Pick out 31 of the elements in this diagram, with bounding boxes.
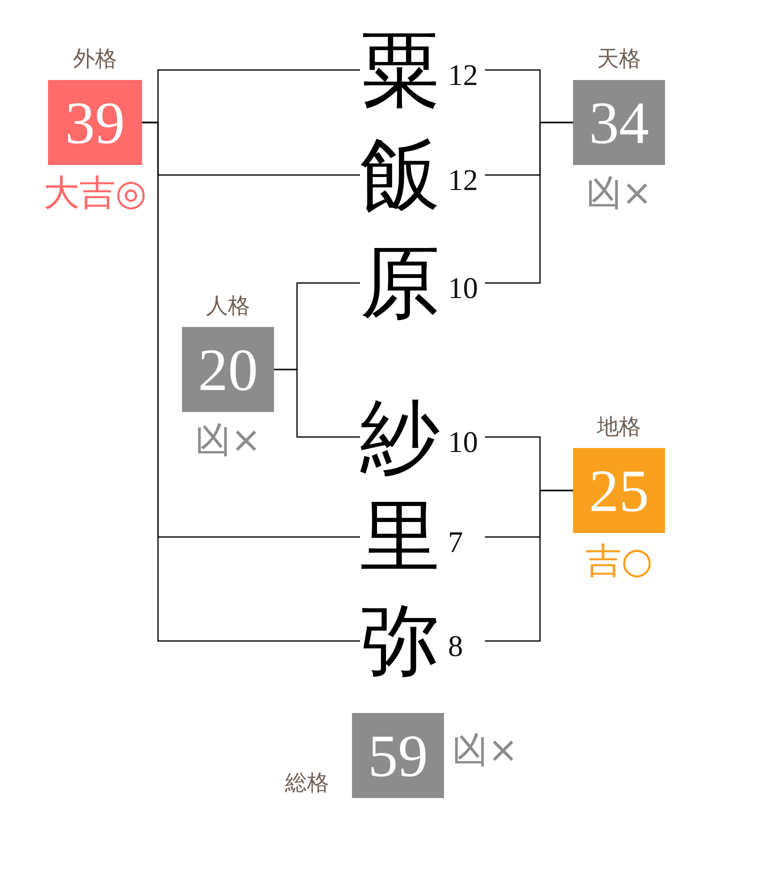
category-label: 人格	[206, 293, 250, 321]
score-tile: 25	[573, 448, 665, 533]
fortune-verdict: 凶×	[194, 421, 262, 461]
name-character: 紗	[360, 392, 440, 482]
stroke-count: 12	[448, 59, 478, 93]
stroke-count: 10	[448, 426, 478, 460]
score-tile: 39	[48, 80, 142, 165]
category-label: 総格	[285, 770, 329, 798]
stroke-count: 7	[448, 526, 463, 560]
score-tile: 34	[573, 80, 665, 165]
name-character: 粟	[360, 25, 440, 115]
score-tile: 20	[182, 327, 274, 412]
connector-line	[274, 368, 360, 438]
name-character: 飯	[360, 130, 440, 220]
fortune-verdict: 吉○	[585, 542, 653, 582]
stroke-count: 8	[448, 630, 463, 664]
name-character: 弥	[360, 596, 440, 686]
connector-line	[485, 122, 573, 284]
name-character: 里	[360, 492, 440, 582]
category-label: 地格	[597, 414, 641, 442]
category-label: 天格	[597, 46, 641, 74]
fortune-verdict: 大吉◎	[43, 174, 147, 214]
stroke-count: 12	[448, 164, 478, 198]
connector-line	[485, 490, 573, 642]
name-character: 原	[360, 238, 440, 328]
fortune-verdict: 凶×	[452, 731, 518, 771]
category-label: 外格	[73, 46, 117, 74]
fortune-verdict: 凶×	[586, 174, 652, 214]
score-tile: 59	[352, 713, 444, 798]
connector-line	[142, 122, 360, 642]
stroke-count: 10	[448, 272, 478, 306]
